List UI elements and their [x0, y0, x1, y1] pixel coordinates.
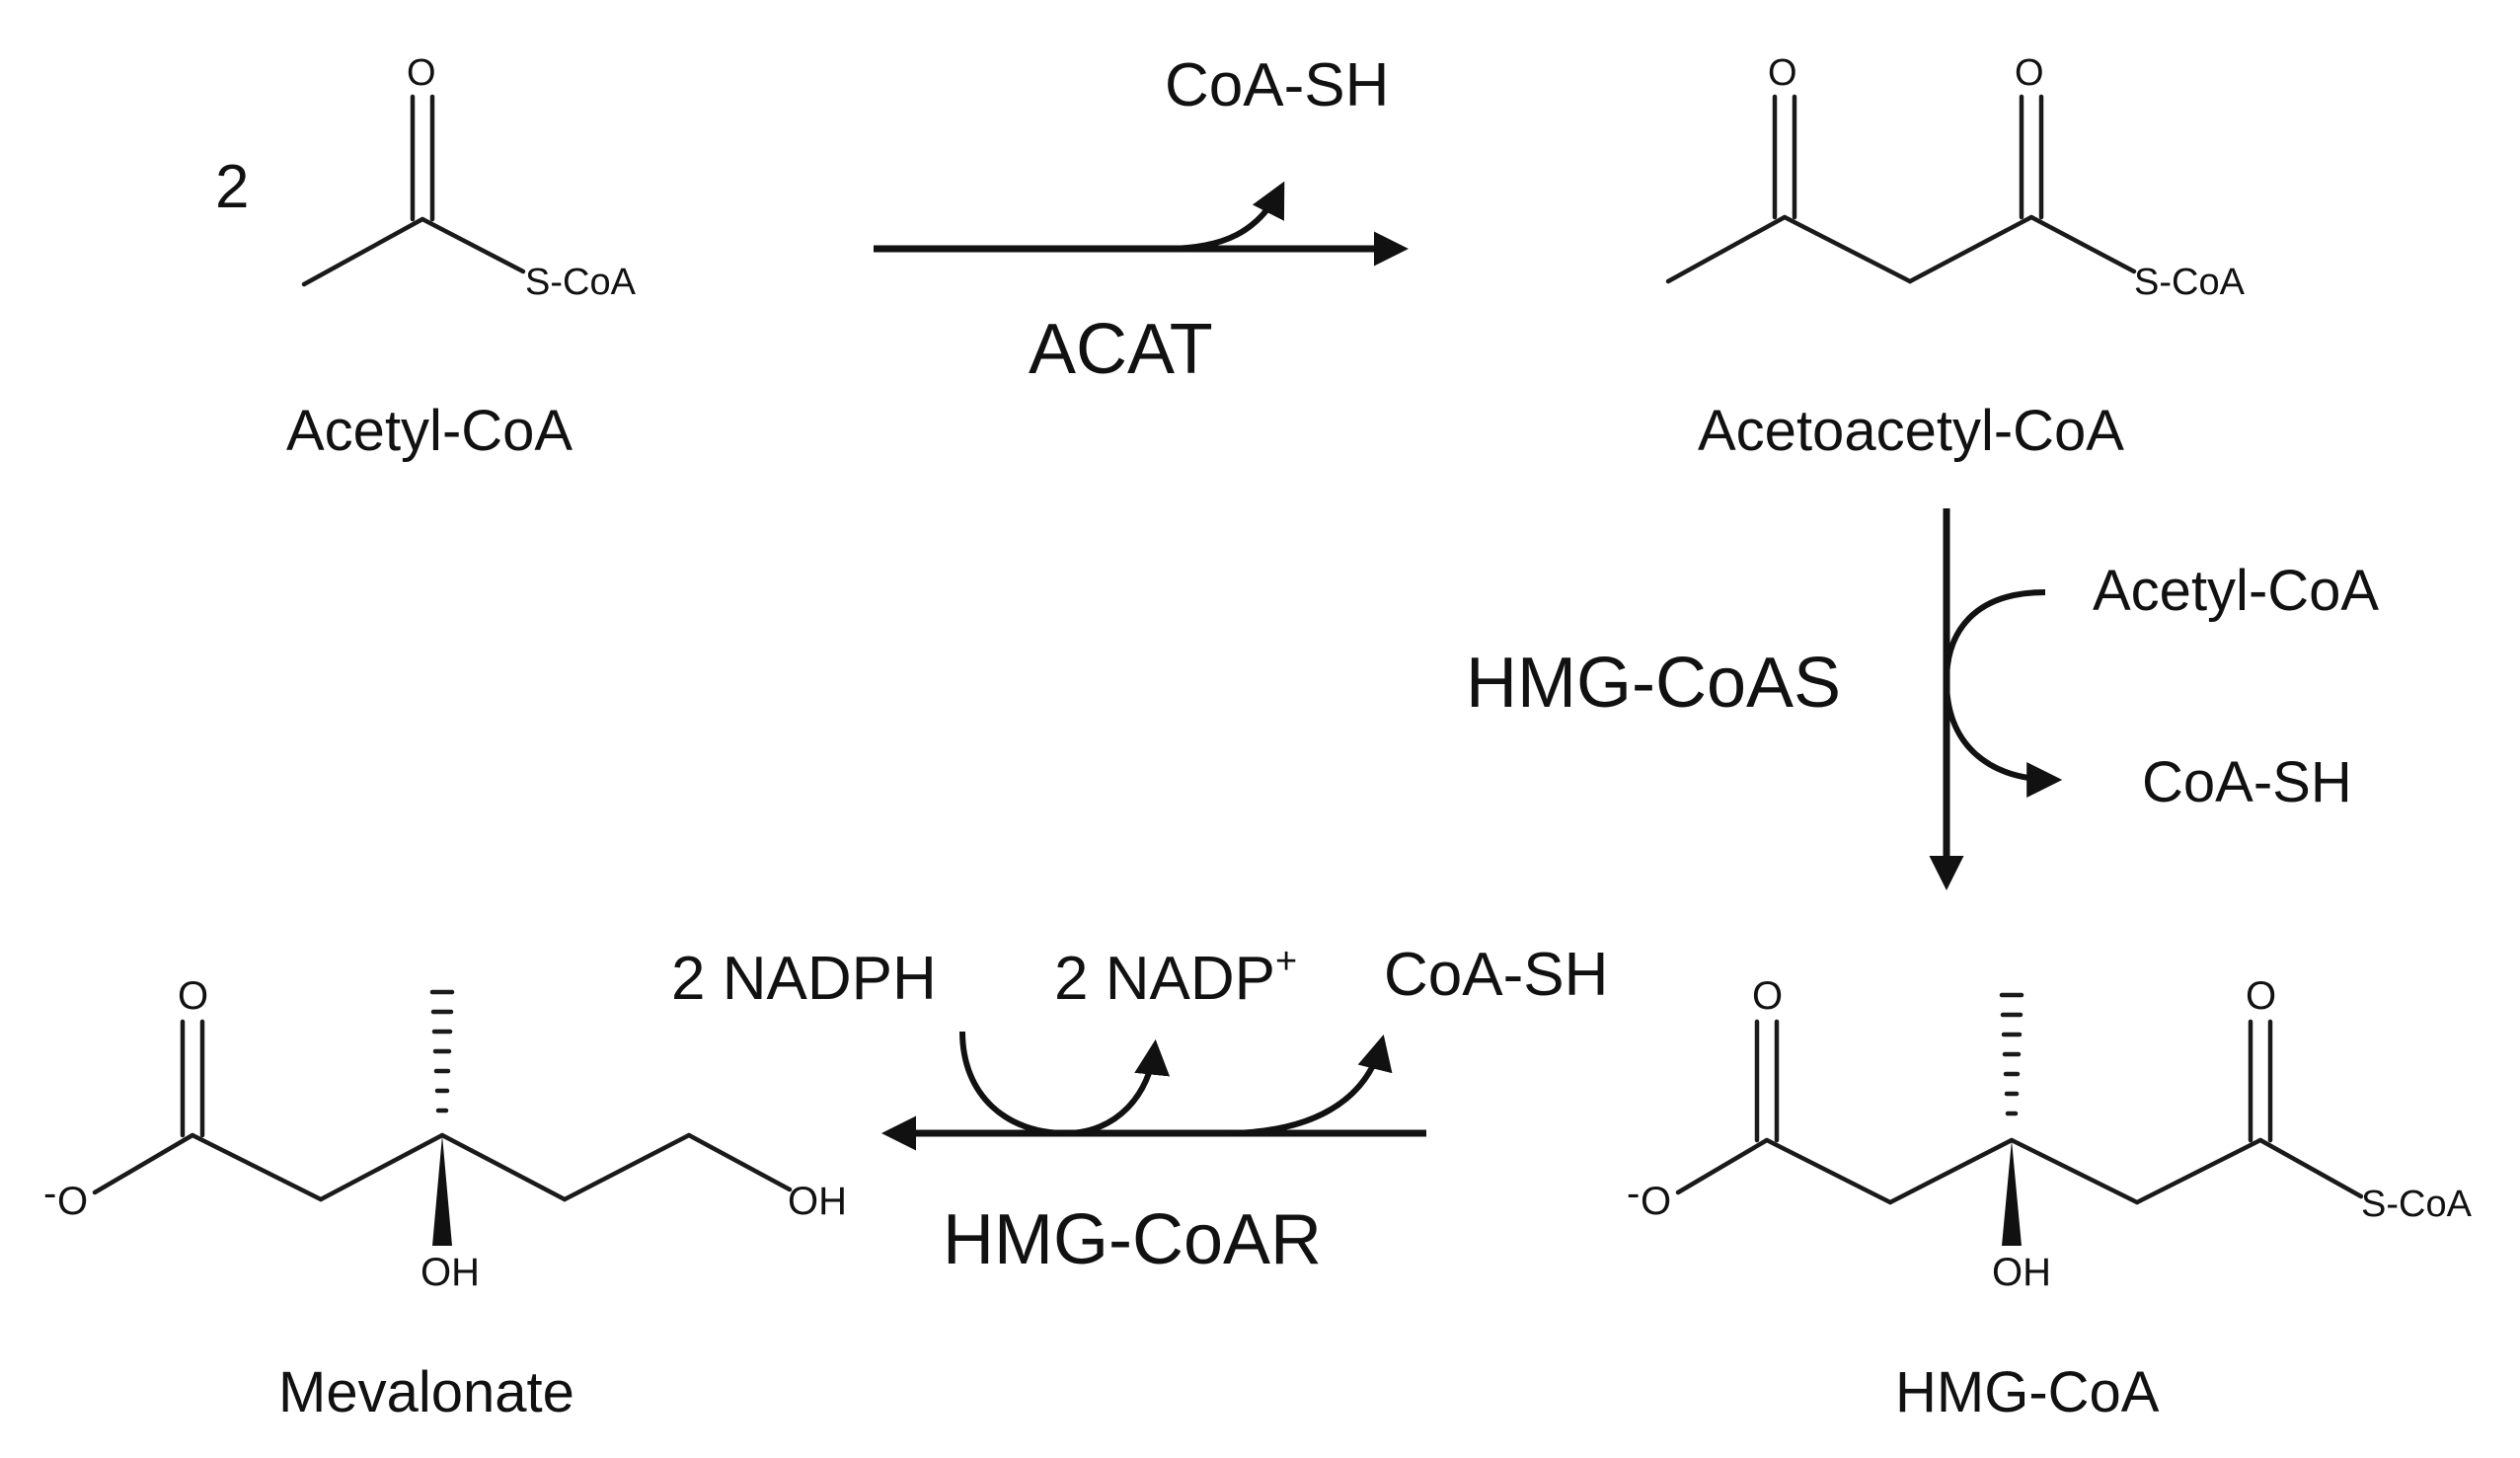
- hmg-coar-enzyme-label: HMG-CoAR: [943, 1200, 1322, 1279]
- coa-sh-release-arrow: [1164, 181, 1285, 252]
- terminal-hydroxyl-label: OH: [788, 1180, 847, 1223]
- hmg-coa-structure: - O O OH O S-CoA HMG-CoA: [1627, 974, 2473, 1424]
- nadph-label: 2 NADPH: [671, 945, 937, 1013]
- s-coa-label: S-CoA: [2361, 1184, 2473, 1225]
- coa-sh-label: CoA-SH: [1165, 51, 1389, 119]
- c2-c3-bond: [1782, 214, 1913, 284]
- carboxylate-charge: -: [1627, 1172, 1640, 1215]
- c2-c3-bond: [1887, 1137, 2015, 1205]
- mevalonate-name: Mevalonate: [278, 1360, 574, 1424]
- coa-sh-release-arrow: [1223, 1035, 1393, 1136]
- s-coa-label: S-CoA: [525, 262, 637, 303]
- c-s-bond: [2257, 1137, 2364, 1199]
- hashed-methyl-wedge: [429, 989, 455, 1113]
- carboxylate-charge: -: [43, 1172, 56, 1215]
- coa-sh-label: CoA-SH: [1384, 941, 1608, 1009]
- hmg-coa-name: HMG-CoA: [1895, 1360, 2160, 1424]
- c5-o-bond: [686, 1132, 793, 1192]
- o-c1-bond: [1675, 1137, 1770, 1195]
- hashed-methyl-wedge: [1999, 992, 2024, 1116]
- carboxyl-oxygen-label: O: [178, 974, 208, 1018]
- carboxylate-oxygen-label: O: [1641, 1180, 1671, 1223]
- c1-c2-bond: [1665, 214, 1788, 284]
- mevalonate-structure: - O O OH OH Mevalonate: [43, 974, 847, 1424]
- nadp-charge: +: [1275, 941, 1297, 982]
- c1-c2-bond: [190, 1132, 324, 1202]
- c4-c5-bond: [2134, 1137, 2263, 1205]
- hmg-coas-reaction: Acetyl-CoA CoA-SH HMG-CoAS: [1466, 508, 2379, 890]
- nadph-curved-arrow: [959, 1031, 1171, 1137]
- acetoacetyl-coa-name: Acetoacetyl-CoA: [1698, 399, 2124, 463]
- coa-sh-output-label: CoA-SH: [2142, 750, 2352, 814]
- acetyl-coa-input-label: Acetyl-CoA: [2093, 559, 2379, 623]
- o-c1-bond: [92, 1132, 195, 1195]
- thioester-oxygen-label: O: [2246, 974, 2276, 1018]
- hydroxyl-label: OH: [420, 1251, 480, 1294]
- bold-hydroxyl-wedge: [432, 1135, 452, 1246]
- acetyl-coa-name: Acetyl-CoA: [286, 399, 573, 463]
- carboxyl-oxygen-label: O: [1752, 974, 1783, 1018]
- c3-c4-bond: [2009, 1137, 2140, 1205]
- hmg-coas-enzyme-label: HMG-CoAS: [1466, 644, 1841, 723]
- c2-c3-bond: [318, 1132, 445, 1202]
- hydroxyl-label: OH: [1992, 1251, 2051, 1294]
- bold-hydroxyl-wedge: [2002, 1140, 2022, 1246]
- acetyl-coa-structure: 2 O S-CoA Acetyl-CoA: [215, 52, 637, 463]
- nadp-text: 2 NADP: [1054, 945, 1275, 1013]
- c-s-bond: [2028, 214, 2137, 274]
- hmg-coar-reaction: 2 NADPH 2 NADP+ CoA-SH HMG-CoAR: [671, 941, 1608, 1279]
- acat-enzyme-label: ACAT: [1029, 310, 1213, 389]
- c1-c2-bond: [1764, 1137, 1893, 1205]
- s-coa-label: S-CoA: [2134, 262, 2246, 303]
- c3-c4-bond: [1907, 214, 2034, 284]
- hmg-coas-curved-arrow: [1943, 589, 2063, 798]
- c3-c4-bond: [439, 1132, 568, 1202]
- nadp-label: 2 NADP+: [1054, 941, 1297, 1013]
- carboxylate-oxygen-label: O: [57, 1180, 88, 1223]
- thioester-oxygen-label: O: [2015, 52, 2044, 94]
- oxygen-atom-label: O: [407, 52, 436, 94]
- c-s-bond: [420, 216, 526, 274]
- c-c-bond: [301, 216, 425, 287]
- c4-c5-bond: [562, 1132, 692, 1202]
- ketone-oxygen-label: O: [1768, 52, 1797, 94]
- acetoacetyl-coa-structure: O O S-CoA Acetoacetyl-CoA: [1665, 52, 2246, 463]
- stoichiometric-coefficient: 2: [215, 153, 249, 221]
- acat-reaction: CoA-SH ACAT: [874, 51, 1409, 389]
